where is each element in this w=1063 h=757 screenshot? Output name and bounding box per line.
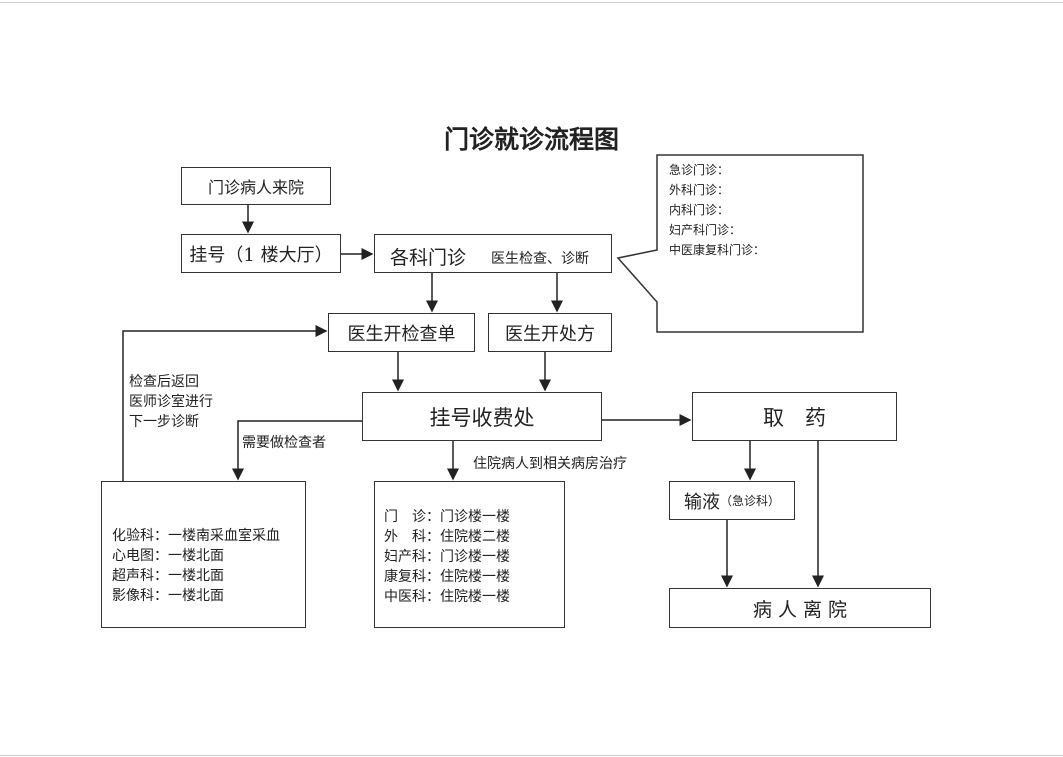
infusion-label: 输液 <box>683 491 720 513</box>
callout-bubble <box>616 154 864 333</box>
exam-location: 超声科：一楼北面 <box>112 568 224 584</box>
clinic-note: 医生检查、诊断 <box>491 251 589 267</box>
need-exam-label: 需要做检查者 <box>242 435 326 451</box>
exam-location: 影像科：一楼北面 <box>112 588 224 604</box>
ward-locations-box: 门 诊：门诊楼一楼 外 科：住院楼二楼 妇产科：门诊楼一楼 康复科：住院楼一楼 … <box>374 481 565 628</box>
exam-locations-box: 化验科：一楼南采血室采血 心电图：一楼北面 超声科：一楼北面 影像科：一楼北面 <box>101 481 306 628</box>
exam-location: 心电图：一楼北面 <box>112 548 224 564</box>
callout-item: 急诊门诊： <box>669 163 730 177</box>
node-exam-order: 医生开检查单 <box>328 313 475 352</box>
node-pharmacy: 取 药 <box>692 392 897 441</box>
return-label: 检查后返回 医师诊室进行 下一步诊断 <box>129 372 213 432</box>
return-line: 下一步诊断 <box>129 414 199 430</box>
exam-location: 化验科：一楼南采血室采血 <box>112 528 280 544</box>
node-arrive: 门诊病人来院 <box>181 167 331 205</box>
node-cashier: 挂号收费处 <box>362 392 602 441</box>
page-title: 门诊就诊流程图 <box>443 125 619 154</box>
callout-item: 内科门诊： <box>669 203 730 217</box>
return-line: 检查后返回 <box>129 374 199 390</box>
node-clinic: 各科门诊 医生检查、诊断 <box>374 234 612 273</box>
ward-location: 门 诊：门诊楼一楼 <box>384 509 510 525</box>
node-leave: 病 人 离 院 <box>669 588 931 628</box>
page-bottom-edge <box>0 755 1063 756</box>
page-top-edge <box>0 2 1063 3</box>
ward-location: 妇产科：门诊楼一楼 <box>384 549 510 565</box>
return-line: 医师诊室进行 <box>129 394 213 410</box>
callout-item: 妇产科门诊： <box>669 223 742 237</box>
ward-location: 康复科：住院楼一楼 <box>384 569 510 585</box>
callout-item: 外科门诊： <box>669 183 730 197</box>
infusion-note: （急诊科） <box>719 494 780 508</box>
ward-location: 外 科：住院楼二楼 <box>384 529 510 545</box>
inpatient-label: 住院病人到相关病房治疗 <box>473 456 627 472</box>
node-register: 挂号（1 楼大厅） <box>181 234 341 273</box>
node-infusion: 输液 （急诊科） <box>669 481 795 520</box>
callout-item: 中医康复科门诊： <box>669 243 766 257</box>
callout-list: 急诊门诊： 外科门诊： 内科门诊： 妇产科门诊： 中医康复科门诊： <box>669 160 765 260</box>
clinic-label: 各科门诊 <box>390 247 467 269</box>
ward-location: 中医科：住院楼一楼 <box>384 589 510 605</box>
node-prescription: 医生开处方 <box>488 313 612 352</box>
